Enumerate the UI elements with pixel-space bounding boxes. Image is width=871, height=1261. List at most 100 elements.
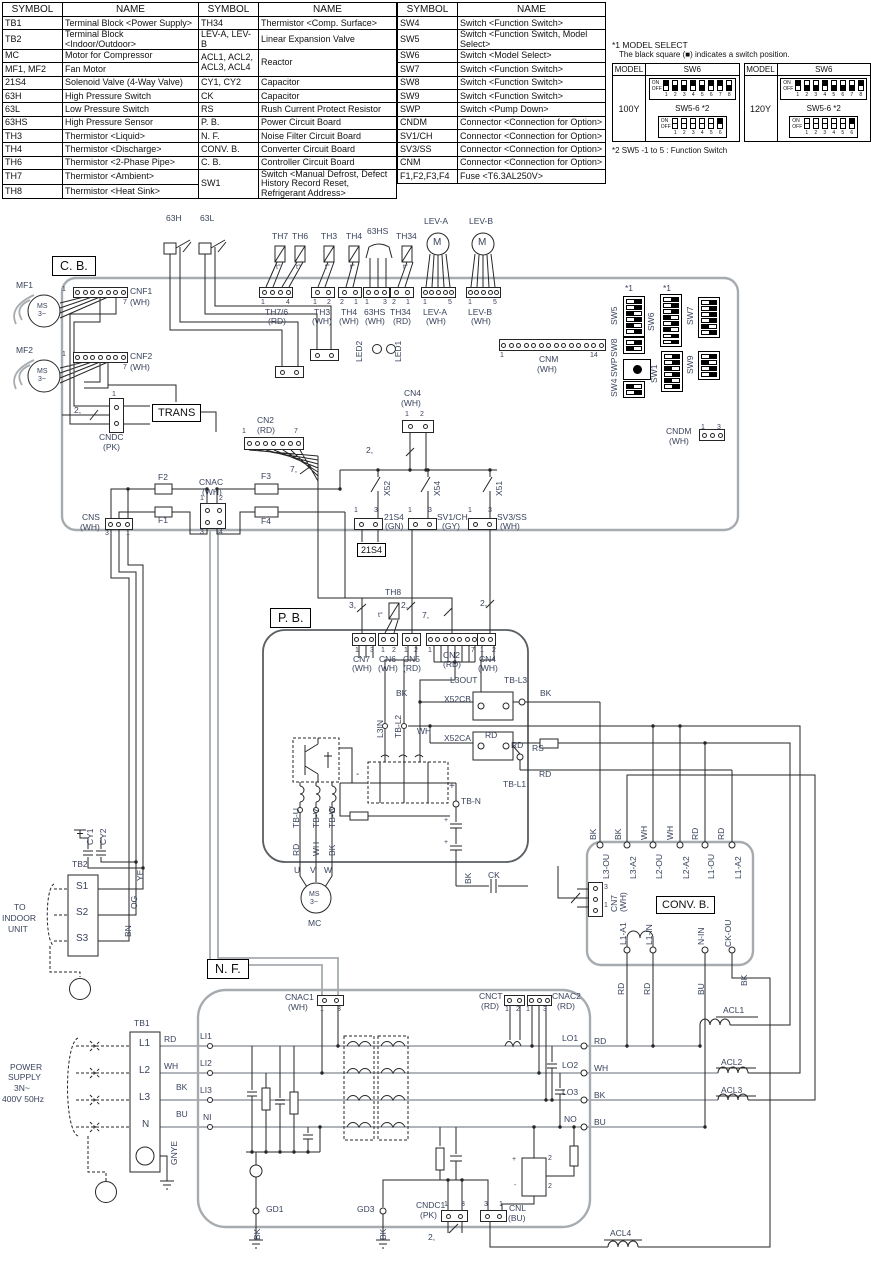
diagram-label: SW5 xyxy=(609,306,619,325)
connector-pin xyxy=(449,290,455,295)
diagram-label: CNAC1 xyxy=(285,992,314,1002)
connector-pin xyxy=(449,637,455,642)
diagram-label: MS xyxy=(37,368,48,375)
dashed-wires xyxy=(46,737,449,1181)
diagram-label: CNAC xyxy=(199,477,224,487)
diagram-label: 1 xyxy=(354,299,358,306)
diagram-label: SW4 xyxy=(609,378,619,397)
diagram-label: (WH) xyxy=(202,487,222,497)
name-cell: Switch <Manual Defrost, Defect History R… xyxy=(258,169,397,199)
diagram-label: 3 xyxy=(543,1006,547,1013)
diagram-label: MC xyxy=(308,918,322,928)
sw56-header: SW5-6 *2 xyxy=(675,104,710,113)
symbol-cell: TH34 xyxy=(198,15,259,31)
connector-sv3ss xyxy=(468,518,497,530)
connector-pin xyxy=(423,424,428,429)
diagram-label: 2 xyxy=(548,1183,552,1190)
diagram-label: L1-OU xyxy=(706,853,716,879)
diagram-label: (WH) xyxy=(130,297,150,307)
connector-pin xyxy=(82,355,88,360)
diagram-label: NO xyxy=(564,1114,577,1124)
diagram-label: SW1 xyxy=(649,364,659,383)
diagram-label: 5 xyxy=(448,299,452,306)
diagram-label: 2 xyxy=(327,299,331,306)
connector-pin xyxy=(426,521,432,527)
name-cell: Switch <Function Switch> xyxy=(457,62,606,77)
diagram-label: LI1 xyxy=(200,1031,212,1041)
diagram-label: t° xyxy=(276,264,281,271)
diagram-label: TB-V xyxy=(311,808,321,828)
connector-pin xyxy=(288,441,294,446)
connector-pin xyxy=(361,637,367,642)
diagram-label: M xyxy=(433,237,442,248)
diagram-label: CNAC2 xyxy=(552,991,581,1001)
symbol-cell: SWP xyxy=(397,102,458,117)
connector-cnac xyxy=(200,503,226,529)
connector-pin xyxy=(114,404,119,410)
diagram-label: CNDC1 xyxy=(416,1200,446,1210)
diagram-label: X51 xyxy=(494,480,504,496)
connector-pin xyxy=(508,342,514,348)
diagram-label: 3 xyxy=(488,507,492,514)
name-cell: Switch <Function Switch> xyxy=(457,15,606,31)
junction-dots xyxy=(126,468,707,1182)
diagram-label: CN4 xyxy=(404,388,422,398)
connector-pin xyxy=(365,290,371,295)
diagram-label: BK xyxy=(252,1228,262,1240)
connector-pin xyxy=(204,507,210,513)
connector-pin xyxy=(413,521,419,527)
connector-pin xyxy=(82,290,88,295)
diagram-label: BK xyxy=(396,688,408,698)
diagram-label: 3 xyxy=(604,884,608,891)
diagram-label: CNL xyxy=(509,1203,527,1213)
connector-pin xyxy=(445,1213,451,1219)
diagram-label: RD xyxy=(716,827,726,840)
diagram-label: SW6 xyxy=(646,312,656,331)
diagram-label: L2-OU xyxy=(654,853,664,879)
diagram-label: TH34 xyxy=(390,307,411,317)
diagram-label: (WH) xyxy=(312,316,332,326)
diagram-label: CNF1 xyxy=(130,286,153,296)
symbol-cell: SW1 xyxy=(198,169,259,199)
diagram-label: BN xyxy=(123,925,133,937)
diagram-label: MS xyxy=(309,891,320,898)
diagram-label: (PK) xyxy=(420,1210,437,1220)
name-cell: High Pressure Switch xyxy=(62,88,199,104)
connector-cns xyxy=(105,518,133,530)
diagram-label: LO1 xyxy=(562,1033,579,1043)
diagram-label: 1 xyxy=(355,647,359,654)
connector-cn4cb xyxy=(402,420,434,433)
diagram-label: SUPPLY xyxy=(8,1072,41,1082)
connector-th34 xyxy=(390,287,414,298)
diagram-label: 63HS xyxy=(364,307,386,317)
diagram-label: 1 xyxy=(604,902,608,909)
diagram-label: 2 xyxy=(548,1155,552,1162)
diagram-label: 2 xyxy=(392,299,396,306)
name-cell: Switch <Function Switch> xyxy=(457,75,606,90)
dip-switch-SW8 xyxy=(623,337,645,354)
diagram-label: TH3 xyxy=(314,307,331,317)
connector-pin xyxy=(442,637,448,642)
diagram-label: CY2 xyxy=(98,828,108,845)
connector-pin xyxy=(507,998,513,1003)
power-wires xyxy=(13,294,718,1128)
name-cell: Switch <Function Switch> xyxy=(457,88,606,104)
connector-pin xyxy=(408,424,413,429)
connector-cn5pb xyxy=(402,633,421,646)
connector-pin xyxy=(328,352,334,358)
diagram-label: 3 xyxy=(461,1201,465,1208)
model-select-panel: *1 MODEL SELECT The black square (■) ind… xyxy=(612,40,871,156)
diagram-label: TH7 xyxy=(272,231,289,241)
diagram-label: CN2 xyxy=(443,650,461,660)
diagram-label: 1 xyxy=(62,351,66,358)
dip-switch-SW7 xyxy=(698,297,720,339)
connector-cnac1 xyxy=(317,995,344,1006)
